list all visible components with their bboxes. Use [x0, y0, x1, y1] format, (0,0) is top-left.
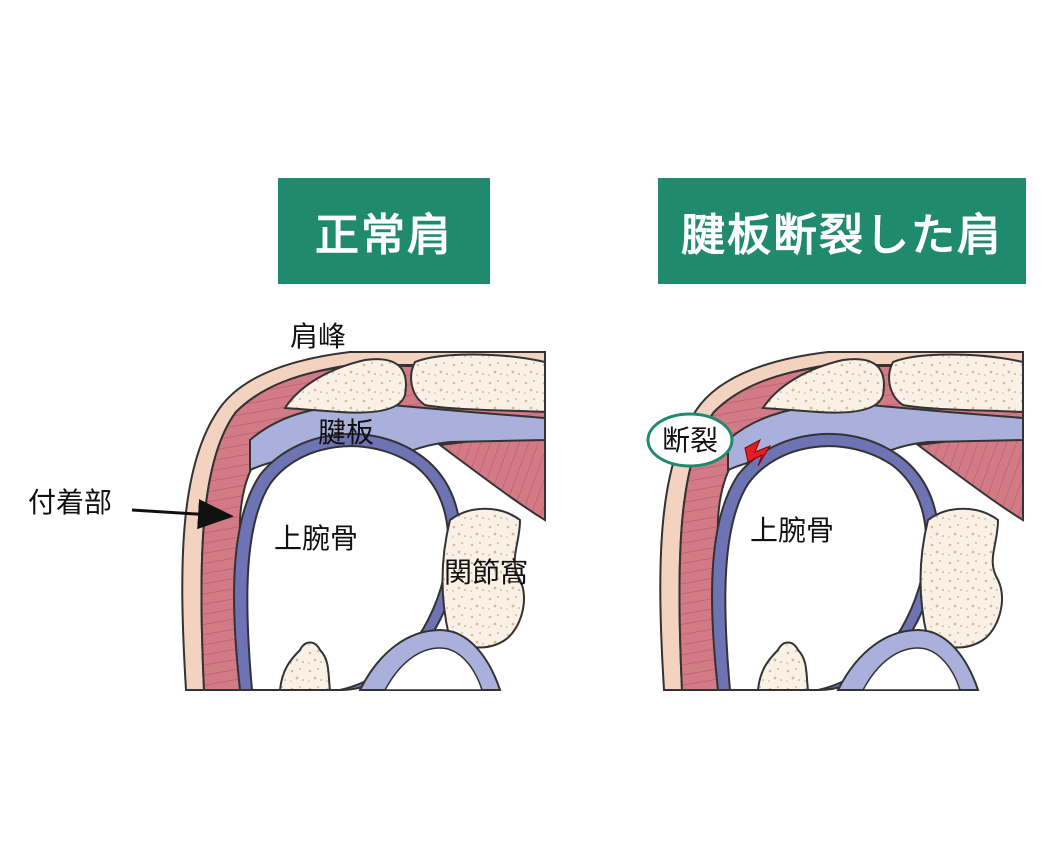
- lightning-icon: [744, 438, 772, 467]
- label-acromion: 肩峰: [290, 320, 346, 353]
- rupture-label-ring: [646, 412, 734, 468]
- label-tendon-plate: 腱板: [318, 416, 374, 449]
- title-normal-shoulder: 正常肩: [278, 178, 490, 284]
- title-torn-shoulder: 腱板断裂した肩: [658, 178, 1026, 284]
- label-attachment: 付着部: [28, 486, 112, 519]
- label-humerus-torn: 上腕骨: [750, 514, 834, 547]
- torn-shoulder-illustration: [659, 351, 1024, 691]
- label-rupture: 断裂: [662, 424, 718, 457]
- label-humerus-normal: 上腕骨: [274, 522, 358, 555]
- arrow-right-icon: [131, 499, 234, 530]
- normal-shoulder-illustration: [181, 351, 546, 691]
- label-glenoid: 関節窩: [444, 556, 528, 589]
